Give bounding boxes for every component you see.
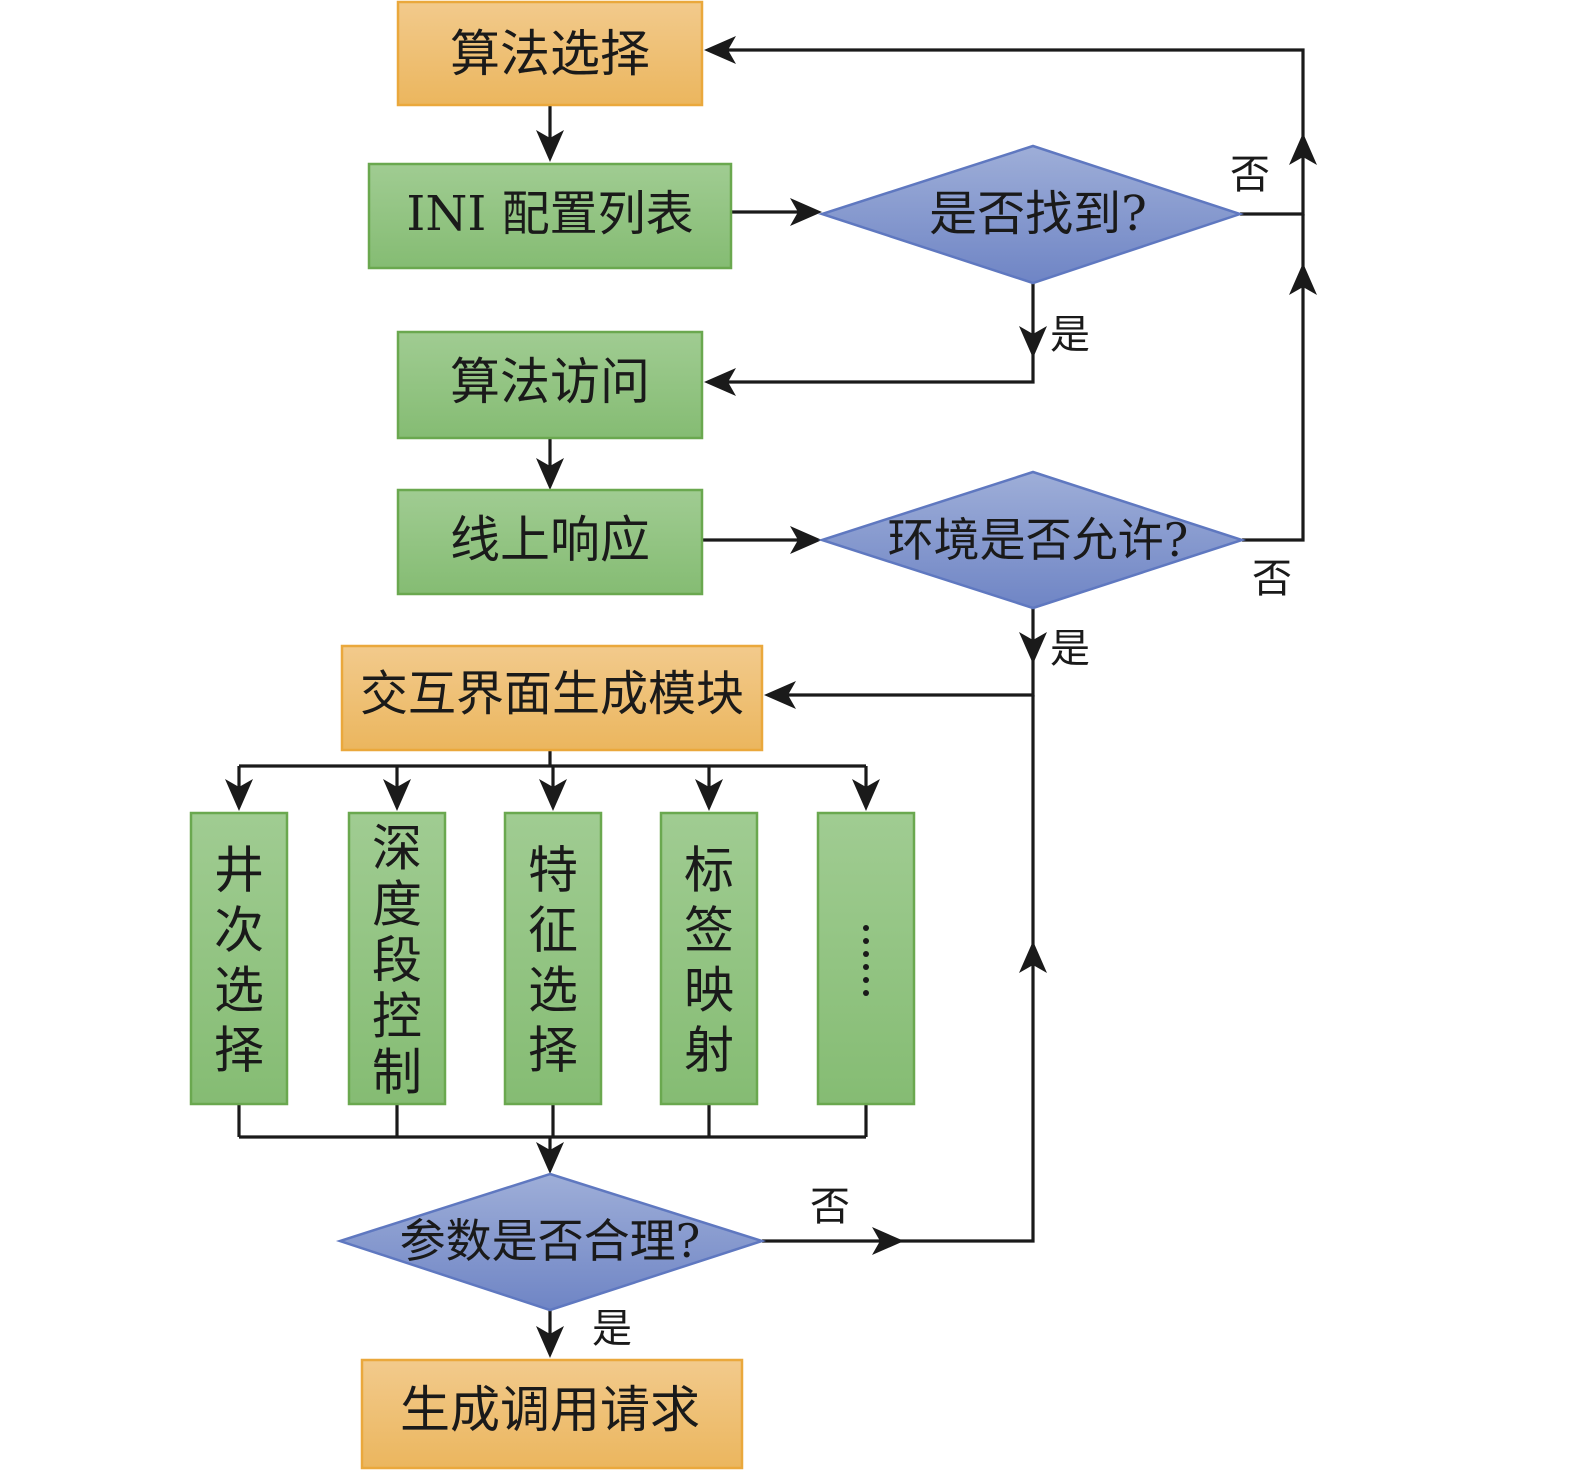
node-algo-select: 算法选择: [396, 0, 704, 107]
label-env-no: 否: [1252, 556, 1292, 602]
sub-module-char: 选: [214, 962, 264, 1020]
sub-module-char: 征: [528, 902, 578, 960]
sub-module-char: 特: [528, 842, 578, 900]
decision-param: 参数是否合理?: [335, 1172, 767, 1312]
arrowhead: [852, 779, 880, 811]
arrowhead: [704, 368, 736, 396]
label-param-no: 否: [810, 1184, 850, 1230]
sub-module-char: 度: [372, 876, 422, 934]
ellipsis-dot: [863, 964, 869, 970]
ellipsis-dot: [863, 977, 869, 983]
sub-module-box: [347, 811, 447, 1106]
node-algo-access: 算法访问: [396, 330, 704, 440]
arrowhead: [1019, 941, 1047, 973]
arrowhead: [1019, 326, 1047, 358]
arrowhead: [539, 779, 567, 811]
decision-found: 是否找到?: [817, 144, 1244, 285]
sub-module-char: 择: [214, 1022, 264, 1080]
sub-module-char: 深: [372, 820, 422, 878]
node-label: 生成调用请求: [400, 1381, 700, 1439]
sub-module-char: 次: [214, 902, 264, 960]
edge-found-yes: [724, 283, 1035, 384]
arrowhead: [536, 1142, 564, 1174]
fanout-drops: [225, 766, 880, 811]
node-label: 算法选择: [450, 25, 650, 83]
arrowhead: [872, 1227, 904, 1255]
node-label: 线上响应: [450, 511, 650, 569]
node-label: 算法访问: [450, 353, 650, 411]
ellipsis-dot: [863, 938, 869, 944]
ellipsis-dot: [863, 990, 869, 996]
sub-module-box: [503, 811, 603, 1106]
arrowhead: [536, 1326, 564, 1358]
sub-module-char: 选: [528, 962, 578, 1020]
edge-env-no-loop: [1242, 214, 1305, 542]
ellipsis-dot: [863, 951, 869, 957]
connectors: [225, 36, 1317, 1358]
arrowhead: [790, 198, 822, 226]
ellipsis-dot: [863, 925, 869, 931]
arrowhead: [1289, 133, 1317, 165]
decision-label: 参数是否合理?: [400, 1214, 701, 1268]
arrowhead: [764, 681, 796, 709]
label-found-yes: 是: [1050, 312, 1090, 358]
sub-module-box: [189, 811, 289, 1106]
sub-module-char: 择: [528, 1022, 578, 1080]
sub-module-box: [659, 811, 759, 1106]
sub-module-char: 段: [372, 932, 422, 990]
sub-module-char: 标: [684, 842, 734, 900]
decision-label: 是否找到?: [929, 186, 1147, 242]
arrowhead: [225, 779, 253, 811]
label-found-no: 否: [1230, 152, 1270, 198]
sub-module-char: 井: [214, 842, 264, 900]
label-env-yes: 是: [1050, 626, 1090, 672]
arrowhead: [383, 779, 411, 811]
merge-drops: [237, 1104, 868, 1137]
decision-env: 环境是否允许?: [817, 470, 1247, 610]
sub-module: [816, 811, 916, 1106]
arrowhead: [536, 130, 564, 162]
sub-module-char: 签: [684, 902, 734, 960]
arrowhead: [1019, 632, 1047, 664]
sub-module-box: [816, 811, 916, 1106]
arrowhead: [536, 458, 564, 490]
node-label: 交互界面生成模块: [360, 666, 744, 722]
arrowhead: [1289, 263, 1317, 295]
label-param-yes: 是: [592, 1306, 632, 1352]
node-label: INI 配置列表: [406, 186, 693, 242]
node-gen-request: 生成调用请求: [360, 1358, 744, 1470]
edge-param-no-loop: [762, 695, 1035, 1243]
edge-env-yes: [784, 608, 1035, 697]
decision-label: 环境是否允许?: [888, 513, 1189, 567]
arrowhead: [704, 36, 736, 64]
node-ini-list: INI 配置列表: [367, 162, 733, 270]
sub-module-char: 控: [372, 988, 422, 1046]
sub-module-char: 映: [684, 962, 734, 1020]
sub-module-char: 制: [372, 1044, 422, 1102]
arrowhead: [695, 779, 723, 811]
node-online-response: 线上响应: [396, 488, 704, 596]
edge-found-no-loop: [724, 48, 1305, 216]
sub-module-char: 射: [684, 1022, 734, 1080]
node-ui-module: 交互界面生成模块: [340, 644, 764, 752]
arrowhead: [790, 526, 822, 554]
